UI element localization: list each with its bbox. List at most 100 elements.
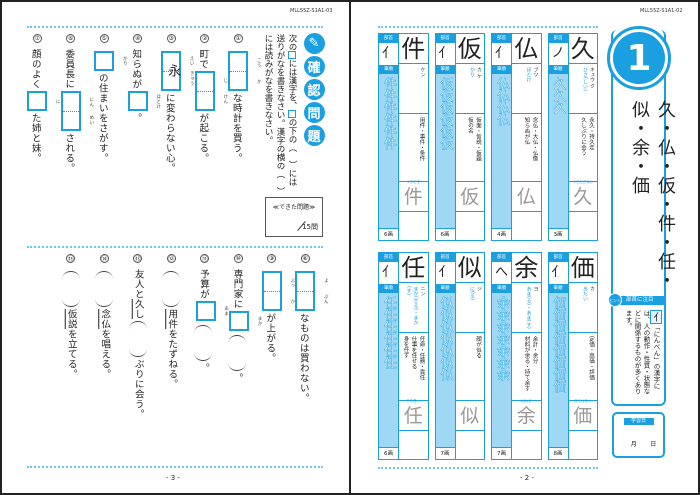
reading-answer-paren[interactable] bbox=[162, 271, 181, 307]
tracing-kanji[interactable]: つきださない久 bbox=[568, 180, 597, 212]
stroke-order: 久久久 bbox=[548, 74, 568, 228]
kun-reading: ひさ(しい) bbox=[582, 67, 588, 91]
dotted-divider bbox=[27, 466, 323, 468]
card-right-column: 件ケン用件・事件・条件つきだす件 bbox=[399, 34, 428, 240]
text-segment: に変わらない心。 bbox=[163, 93, 175, 173]
text-segment: 友人と bbox=[132, 269, 144, 299]
text-segment: の住まいをさがす。 bbox=[96, 73, 108, 163]
question-text: 友人と久しぶりに会う。 bbox=[128, 269, 147, 419]
furigana: あま bbox=[219, 303, 233, 319]
on-reading: キュウ ク bbox=[589, 67, 595, 89]
radical-label: 部首 bbox=[492, 253, 511, 262]
kanji-answer-box[interactable]: かり bbox=[94, 51, 127, 71]
question-text: 用件をたずねる。 bbox=[162, 269, 181, 389]
card-right-column: 仏ブツほとけ念仏・大仏・仏像 知らぬが仏仏 bbox=[512, 34, 541, 240]
stroke-order: 任任任任任任 bbox=[379, 293, 398, 447]
kanji-answer-box[interactable]: にんめい bbox=[60, 91, 94, 131]
tracing-kanji[interactable]: 下を長く任 bbox=[399, 399, 428, 431]
question-text: 専門家にまか。 bbox=[227, 269, 262, 383]
kanji-answer-box[interactable]: まか bbox=[229, 311, 262, 331]
readings: ニンまか(せる)・まか(す) bbox=[399, 283, 428, 333]
furigana-part: よ bbox=[323, 278, 329, 284]
stroke-count: 8画 bbox=[548, 447, 568, 459]
furigana-part: に bbox=[55, 98, 61, 104]
focus-text: 「にんべん」の漢字には、人の動作・性質・状態などに関係するものが多くあります。 bbox=[624, 310, 660, 395]
readings: キュウ クひさ(しい) bbox=[568, 64, 597, 114]
tracing-kanji[interactable]: 似 bbox=[455, 401, 484, 431]
trace-char: 価 bbox=[573, 405, 593, 427]
question-number: ⑦ bbox=[32, 34, 42, 43]
example-words: 定価・高価・評価 bbox=[568, 333, 597, 401]
question-number: ⑤ bbox=[99, 34, 109, 43]
on-reading: ジ bbox=[476, 286, 482, 291]
filled-kanji: 永 bbox=[165, 64, 181, 78]
question-number: ⑬ bbox=[133, 254, 143, 263]
furigana-part: めい bbox=[88, 115, 94, 125]
day-label: 日 bbox=[650, 441, 657, 448]
kanji: 似 bbox=[455, 253, 484, 283]
kanji-answer-box[interactable]: 永えいきゅう bbox=[161, 51, 194, 91]
reading-answer-paren[interactable] bbox=[194, 325, 212, 361]
stroke-order-label: 筆順 bbox=[435, 65, 455, 74]
question-number: ③ bbox=[166, 34, 176, 43]
text-segment: 。 bbox=[231, 373, 243, 383]
month-label: 月 bbox=[630, 441, 637, 448]
kanji-answer-box[interactable]: ほとけ bbox=[127, 91, 161, 111]
question-text: かりの住まいをさがす。 bbox=[94, 49, 127, 163]
kanji-answer-box[interactable]: ぶっか bbox=[261, 271, 295, 311]
question-text: 知らぬがほとけ。 bbox=[127, 49, 161, 123]
reading-answer-paren[interactable] bbox=[128, 321, 147, 357]
stroke-count: 7画 bbox=[435, 447, 455, 459]
underlined-word: 用件 bbox=[166, 309, 178, 329]
question-number: ⑮ bbox=[66, 254, 76, 263]
score-box: ≪できた問題≫ 15問 bbox=[265, 197, 323, 237]
badge-char: 認 bbox=[303, 79, 325, 100]
furigana-part: ほとけ bbox=[155, 93, 161, 109]
question-number: ⑫ bbox=[166, 254, 176, 263]
furigana: よぶん bbox=[318, 273, 332, 309]
tracing-kanji[interactable]: 仮 bbox=[455, 182, 484, 212]
question: ③ 永えいきゅうに変わらない心。 bbox=[155, 34, 194, 173]
radical: 亻 bbox=[438, 265, 452, 280]
kanji-answer-box[interactable]: よぶん bbox=[295, 271, 328, 311]
card-right-column: 任ニンまか(せる)・まか(す)任命・任務・責任 仕事を任せる 身を任す下を長く任 bbox=[399, 253, 428, 459]
tracing-kanji[interactable]: はねる余 bbox=[512, 399, 541, 431]
stroke-order-label: 筆順 bbox=[492, 284, 511, 293]
kanji: 仮 bbox=[455, 34, 484, 64]
kanji-answer-box[interactable]: あま bbox=[195, 301, 229, 321]
page-divider bbox=[349, 0, 351, 495]
reading-answer-paren[interactable] bbox=[61, 271, 80, 307]
text-segment: される。 bbox=[63, 133, 75, 173]
lesson-number: 1 bbox=[613, 32, 665, 84]
tracing-kanji[interactable]: つきだす件 bbox=[399, 180, 428, 212]
radical-label: 部首 bbox=[379, 253, 398, 262]
furigana-part: けん bbox=[222, 93, 228, 104]
kanji-answer-box[interactable]: じけん bbox=[194, 71, 228, 111]
kanji-answer-box[interactable]: に bbox=[27, 91, 60, 111]
furigana: えいきゅう bbox=[184, 53, 198, 89]
kanji-answer-box[interactable]: こうか bbox=[228, 51, 261, 91]
furigana-part: にん bbox=[88, 97, 94, 107]
tracing-kanji[interactable]: 仏 bbox=[512, 182, 541, 212]
dotted-divider bbox=[27, 246, 323, 248]
study-date-box[interactable]: 学習日 月日 bbox=[612, 412, 665, 458]
question-text: 委員長ににんめいされる。 bbox=[60, 49, 94, 173]
reading-answer-paren[interactable] bbox=[95, 271, 114, 307]
readings: カあたい bbox=[568, 283, 597, 333]
radical-label: 部首 bbox=[435, 34, 455, 43]
reading-answer-paren[interactable] bbox=[227, 335, 246, 371]
stroke-order-label: 筆順 bbox=[548, 284, 568, 293]
tracing-kanji[interactable]: 西ではない価 bbox=[568, 399, 597, 431]
radical-label: 部首 bbox=[379, 34, 398, 43]
